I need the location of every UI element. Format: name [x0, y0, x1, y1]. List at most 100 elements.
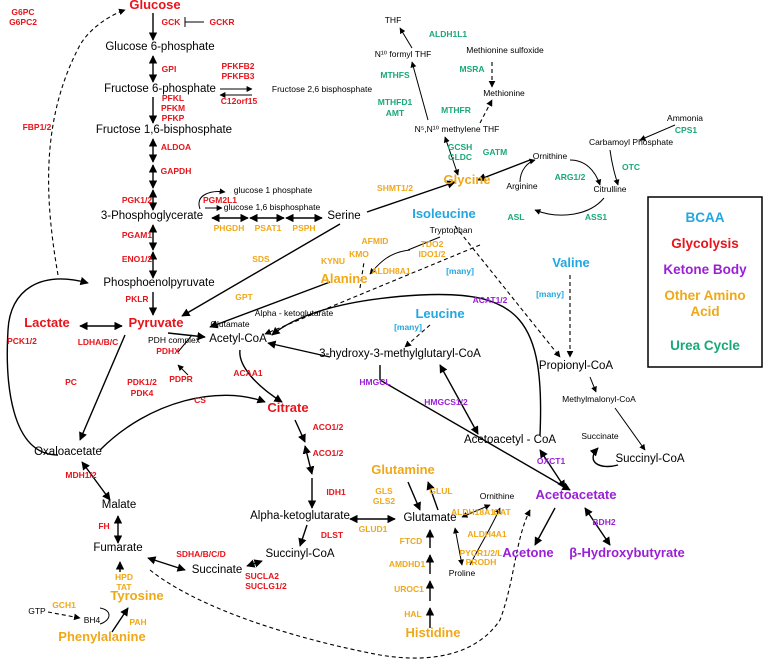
label-many2: [many]	[536, 289, 564, 299]
label-bdh2: BDH2	[592, 517, 615, 527]
label-alanine: Alanine	[321, 271, 368, 286]
label-sucla2: SUCLA2	[245, 571, 279, 581]
label-aldoa: ALDOA	[161, 142, 191, 152]
label-pgk12: PGK1/2	[122, 195, 153, 205]
label-gch1: GCH1	[52, 600, 76, 610]
label-pyruvate: Pyruvate	[129, 315, 184, 330]
label-hmgcs: HMGCS1/2	[424, 397, 468, 407]
label-gckr: GCKR	[209, 17, 234, 27]
label-pah: PAH	[129, 617, 146, 627]
label-pklr: PKLR	[125, 294, 148, 304]
label-suclg1: SUCLG1/2	[245, 581, 287, 591]
label-acat12: ACAT1/2	[473, 295, 508, 305]
label-acaa1: ACAA1	[233, 368, 263, 378]
label-gpi: GPI	[162, 64, 177, 74]
label-pgm2l1: PGM2L1	[203, 195, 237, 205]
label-fh: FH	[98, 521, 109, 531]
label-tyrosine: Tyrosine	[110, 588, 163, 603]
label-mthfd1: MTHFD1	[378, 97, 413, 107]
label-pgam1: PGAM1	[122, 230, 153, 240]
label-methionine: Methionine	[483, 88, 525, 98]
label-msra: MSRA	[459, 64, 484, 74]
label-tat: TAT	[116, 582, 132, 592]
legend-bcaa: BCAA	[686, 210, 725, 225]
label-pdk4: PDK4	[131, 388, 154, 398]
label-valine: Valine	[552, 255, 590, 270]
label-ornithine1: Ornithine	[533, 151, 568, 161]
label-pdpr: PDPR	[169, 374, 193, 384]
label-methylmal: Methylmalonyl-CoA	[562, 394, 636, 404]
label-glutamate1: Glutamate	[210, 319, 249, 329]
label-phgdh: PHGDH	[214, 223, 245, 233]
label-hmgcl: HMGCL	[359, 377, 390, 387]
label-histidine: Histidine	[406, 625, 461, 640]
label-carbp: Carbamoyl Phosphate	[589, 137, 673, 147]
label-leucine: Leucine	[415, 306, 464, 321]
label-serine: Serine	[327, 210, 360, 222]
label-n5n10: N⁵,N¹⁰ methylene THF	[415, 124, 500, 134]
label-g6p: Glucose 6-phosphate	[105, 41, 214, 53]
label-psat1: PSAT1	[255, 223, 282, 233]
label-pdk12: PDK1/2	[127, 377, 157, 387]
label-fbp12: FBP1/2	[23, 122, 52, 132]
label-lactate: Lactate	[24, 315, 70, 330]
legend-urea-cycle: Urea Cycle	[670, 338, 740, 353]
label-pfkm: PFKM	[161, 103, 185, 113]
label-eno12: ENO1/2	[122, 254, 153, 264]
label-pfkfb3: PFKFB3	[221, 71, 254, 81]
label-pdhcomplex: PDH complex	[148, 335, 201, 345]
label-dlst: DLST	[321, 530, 344, 540]
label-many1: [many]	[446, 266, 474, 276]
label-malate: Malate	[102, 499, 137, 511]
label-n10thf: N¹⁰ formyl THF	[375, 49, 432, 59]
label-thf: THF	[385, 15, 402, 25]
label-cs: CS	[194, 395, 206, 405]
label-pc: PC	[65, 377, 77, 387]
label-ass1: ASS1	[585, 212, 607, 222]
label-c12orf15: C12orf15	[221, 96, 258, 106]
label-g16bp: glucose 1,6 bisphosphate	[224, 202, 321, 212]
label-pck12: PCK1/2	[7, 336, 37, 346]
label-gtp: GTP	[28, 606, 46, 616]
label-pfkp: PFKP	[162, 113, 185, 123]
label-glucose: Glucose	[129, 0, 180, 12]
label-aldh1l1: ALDH1L1	[429, 29, 468, 39]
label-gatm: GATM	[483, 147, 507, 157]
label-acetone: Acetone	[502, 545, 553, 560]
label-acacoa: Acetoacetyl - CoA	[464, 434, 556, 446]
label-metsulf: Methionine sulfoxide	[466, 45, 544, 55]
label-akg1: Alpha - ketoglutarate	[255, 308, 334, 318]
label-aldh4a1: ALDH4A1	[467, 529, 506, 539]
label-arginine: Arginine	[506, 181, 537, 191]
label-amt: AMT	[386, 108, 405, 118]
label-gls2: GLS2	[373, 496, 395, 506]
label-arg12: ARG1/2	[555, 172, 586, 182]
label-succcoa1: Succinyl-CoA	[265, 548, 334, 560]
label-glud1: GLUD1	[359, 524, 388, 534]
label-gls: GLS	[375, 486, 393, 496]
label-tdo2: TDO2	[421, 239, 444, 249]
label-f6p: Fructose 6-phosphate	[104, 83, 216, 95]
label-shmt12: SHMT1/2	[377, 183, 413, 193]
label-cps1: CPS1	[675, 125, 697, 135]
label-pfkl: PFKL	[162, 93, 184, 103]
legend-other-amino: Other Amino	[664, 288, 745, 303]
label-gck: GCK	[162, 17, 182, 27]
label-asl: ASL	[508, 212, 525, 222]
label-hpd: HPD	[115, 572, 133, 582]
legend-acid: Acid	[690, 304, 719, 319]
label-phe: Phenylalanine	[58, 629, 145, 644]
label-hal: HAL	[404, 609, 421, 619]
label-prodh: PRODH	[466, 557, 497, 567]
pathway-arrows	[6, 8, 676, 659]
label-pfkfb2: PFKFB2	[221, 61, 254, 71]
label-mthfr: MTHFR	[441, 105, 471, 115]
label-proline: Proline	[449, 568, 476, 578]
label-ammonia: Ammonia	[667, 113, 703, 123]
label-aco2: ACO1/2	[313, 448, 344, 458]
label-ftcd: FTCD	[400, 536, 423, 546]
label-hmgcoa: 3-hydroxy-3-methylglutaryl-CoA	[319, 348, 481, 360]
label-aldh8a1: ALDH8A1	[371, 266, 410, 276]
label-bh4: BH4	[84, 615, 101, 625]
